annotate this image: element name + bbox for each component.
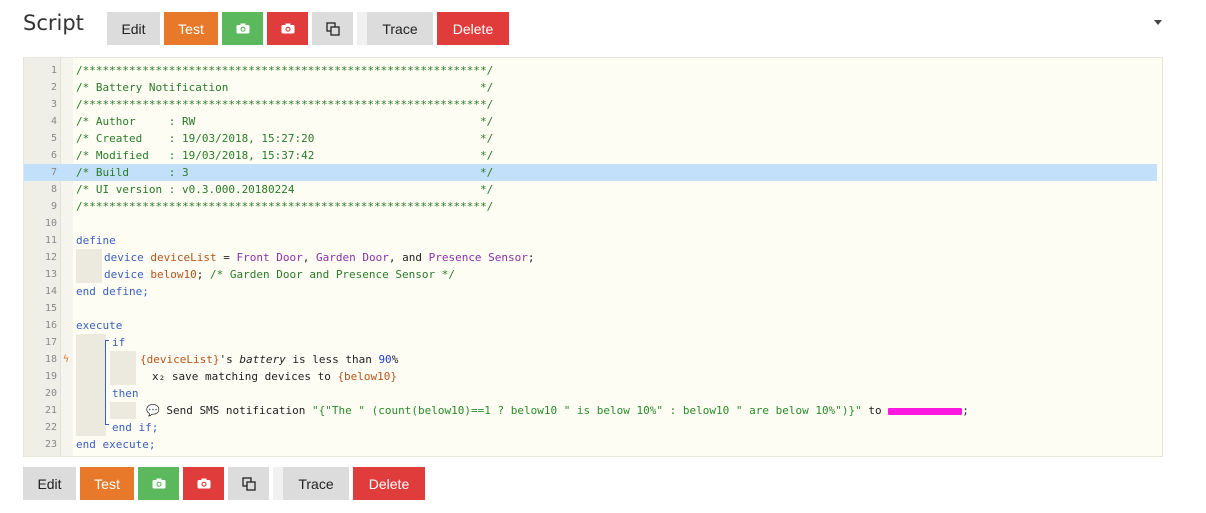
indent-guide [110, 351, 136, 385]
trace-toggle[interactable]: Trace [357, 12, 433, 45]
code-line: 6/* Modified : 19/03/2018, 15:37:42 */ [50, 149, 494, 162]
test-button[interactable]: Test [80, 467, 134, 500]
edit-button[interactable]: Edit [23, 467, 76, 500]
code-line: 1/**************************************… [50, 64, 494, 77]
line-number-gutter [24, 58, 61, 456]
block-bracket [105, 413, 109, 425]
snapshot-button[interactable] [138, 467, 179, 500]
code-line: 2/* Battery Notification */ [50, 81, 494, 94]
snapshot-button[interactable] [222, 12, 263, 45]
redacted-recipient [888, 407, 963, 415]
snapshot-clipboard-button[interactable] [267, 12, 308, 45]
marker-gutter [61, 58, 73, 456]
copy-button[interactable] [312, 12, 353, 45]
delete-button[interactable]: Delete [437, 12, 509, 45]
bottom-toolbar: Edit Test Trace Delete [23, 467, 425, 500]
trace-label: Trace [298, 475, 334, 492]
code-line: 15 [44, 303, 57, 314]
camera-icon [197, 478, 210, 489]
copy-icon [241, 476, 256, 491]
code-line-highlighted: 7/* Build : 3 */ [24, 164, 1162, 181]
code-editor[interactable]: 1/**************************************… [23, 57, 1163, 457]
code-line: 3/**************************************… [50, 98, 494, 111]
camera-icon [236, 23, 249, 34]
trace-toggle-switch[interactable] [273, 467, 283, 500]
code-line: 9/**************************************… [50, 200, 494, 213]
top-toolbar: Edit Test Trace Delete [107, 12, 509, 45]
copy-button[interactable] [228, 467, 269, 500]
chevron-down-icon[interactable] [1154, 20, 1162, 25]
block-bracket [105, 340, 109, 420]
snapshot-clipboard-button[interactable] [183, 467, 224, 500]
indent-guide [76, 249, 102, 283]
trace-label: Trace [382, 20, 418, 37]
code-line: 8/* UI version : v0.3.000.20180224 */ [50, 183, 494, 196]
test-button[interactable]: Test [164, 12, 218, 45]
indent-guide [76, 334, 106, 436]
code-line: 21💬 Send SMS notification "{"The " (coun… [44, 404, 969, 417]
subscript-x-icon: x₂ [152, 370, 166, 383]
copy-icon [325, 21, 340, 36]
trace-toggle[interactable]: Trace [273, 467, 349, 500]
camera-icon [281, 23, 294, 34]
code-line: 4/* Author : RW */ [50, 115, 494, 128]
delete-button[interactable]: Delete [353, 467, 425, 500]
code-line: 10 [44, 218, 57, 229]
speech-bubble-icon: 💬 [146, 404, 160, 417]
lightning-icon: ϟ [63, 354, 70, 365]
camera-icon [152, 478, 165, 489]
code-line: 5/* Created : 19/03/2018, 15:27:20 */ [50, 132, 494, 145]
indent-guide [110, 402, 136, 419]
edit-button[interactable]: Edit [107, 12, 160, 45]
trace-toggle-switch[interactable] [357, 12, 367, 45]
page-title: Script [23, 11, 84, 35]
